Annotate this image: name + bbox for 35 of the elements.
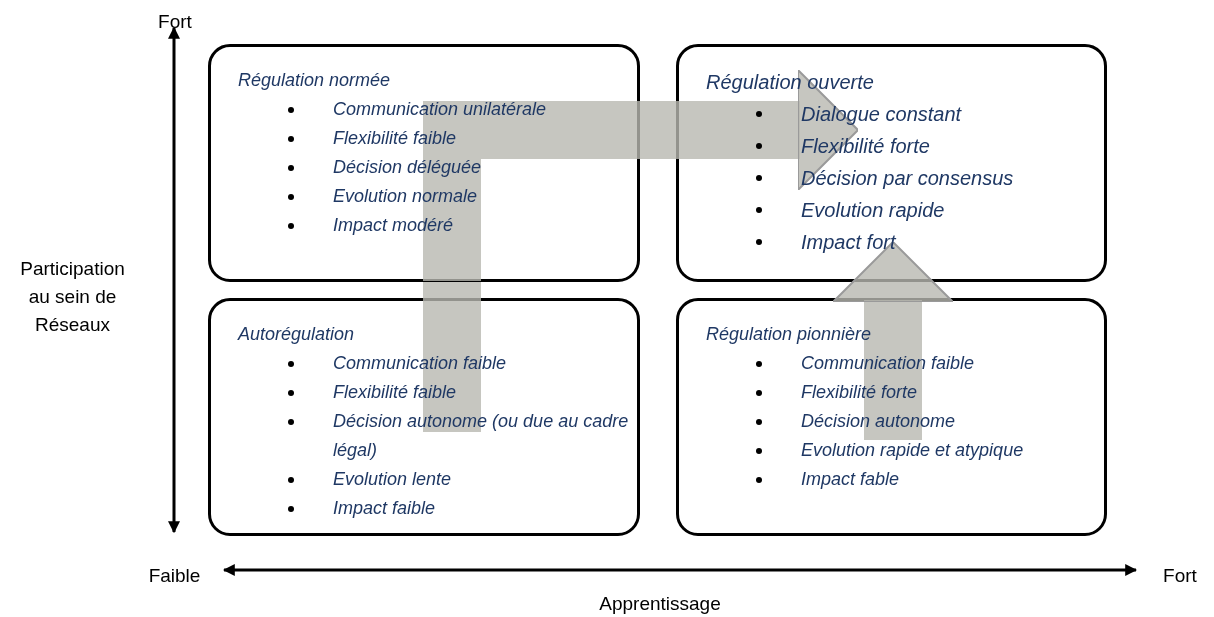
quadrant-box <box>208 298 640 536</box>
list-item: Impact faible <box>333 498 436 518</box>
quadrant-box <box>676 44 1107 282</box>
list-item: Impact fort <box>801 231 896 253</box>
axis-label: Fort <box>157 10 193 34</box>
list-item: Evolution lente <box>333 469 452 489</box>
axis-title: Participation au sein de Réseaux <box>19 257 126 337</box>
list-item: Communication unilatérale <box>333 99 547 119</box>
list-item: Décision autonome (ou due au cadre légal) <box>333 411 629 460</box>
list-item: Flexibilité forte <box>801 135 930 157</box>
block-arrow <box>423 69 859 281</box>
quadrant-heading: Régulation ouverte <box>706 70 874 95</box>
axis-label: Fort <box>1162 564 1198 588</box>
list-item: Dialogue constant <box>801 103 962 125</box>
axis-label: Faible <box>147 564 202 588</box>
list-item: Flexibilité faible <box>333 382 457 402</box>
axis-title: Apprentissage <box>598 592 722 616</box>
list-item: Evolution normale <box>333 186 478 206</box>
list-item: Communication faible <box>801 353 975 373</box>
list-item: Evolution rapide et atypique <box>801 440 1024 460</box>
list-item: Flexibilité forte <box>801 382 918 402</box>
quadrant-heading: Régulation normée <box>238 69 391 92</box>
quadrant-heading: Régulation pionnière <box>706 323 872 346</box>
list-item: Décision déléguée <box>333 157 482 177</box>
block-arrow <box>832 241 954 440</box>
quadrant-heading: Autorégulation <box>238 323 355 346</box>
list-item: Evolution rapide <box>801 199 945 221</box>
list-item: Impact fable <box>801 469 900 489</box>
quadrant-box <box>676 298 1107 536</box>
list-item: Décision par consensus <box>801 167 1014 189</box>
list-item: Flexibilité faible <box>333 128 457 148</box>
list-item: Impact modéré <box>333 215 454 235</box>
list-item: Décision autonome <box>801 411 956 431</box>
list-item: Communication faible <box>333 353 507 373</box>
quadrant-box <box>208 44 640 282</box>
